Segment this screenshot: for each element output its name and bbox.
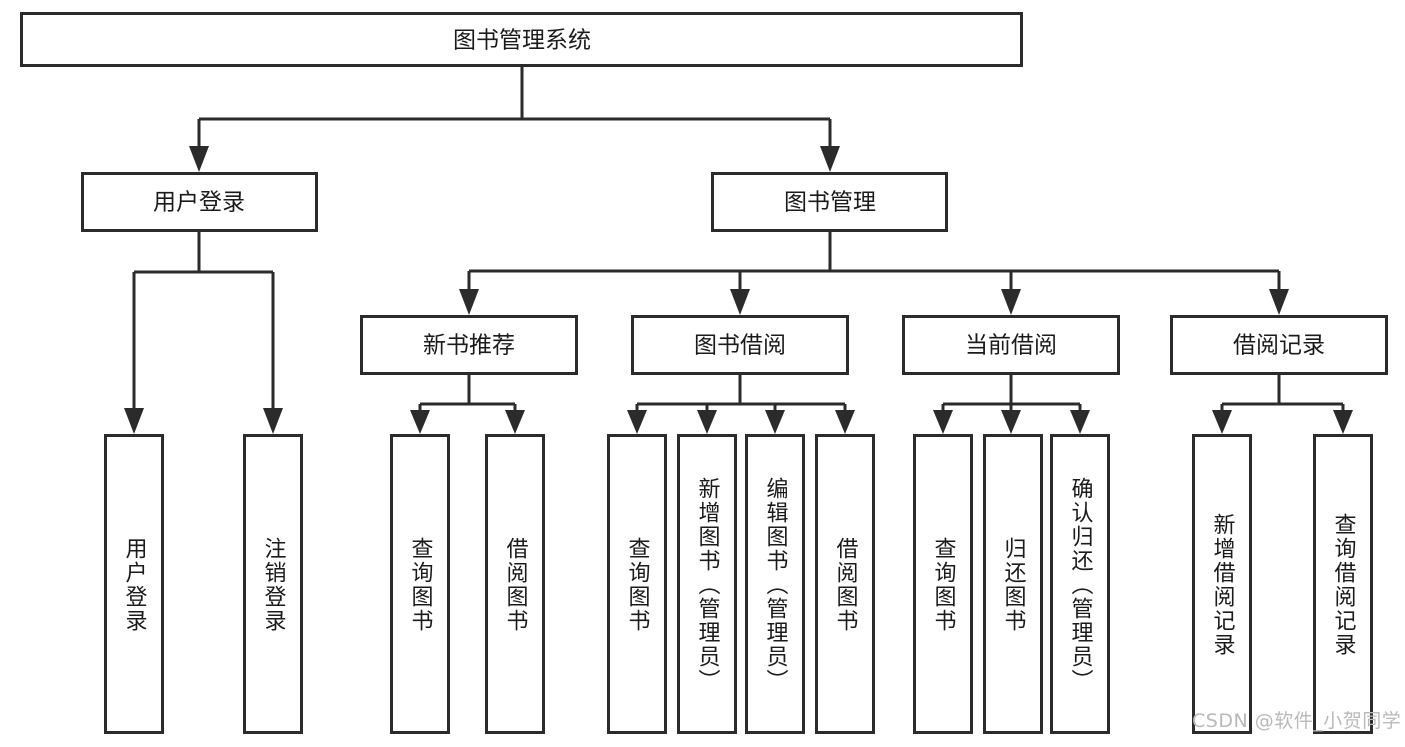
node-labels-horizontal: 图书管理系统 用户登录 图书管理 新书推荐 图书借阅 当前借阅 借阅记录 <box>153 28 1325 359</box>
node-rect-leaf-user-login[interactable] <box>104 434 164 734</box>
node-rect-leaf-user-logout[interactable] <box>243 434 303 734</box>
arrow-book-manage-to-new-book-recommend <box>459 289 479 315</box>
arrow-current-borrow-to-leaf-query-book-3 <box>933 410 953 434</box>
arrow-new-book-recommend-to-leaf-query-book-1 <box>410 410 430 434</box>
arrow-borrow-record-to-leaf-add-record <box>1212 410 1232 434</box>
arrow-book-borrow-to-leaf-edit-book <box>765 410 785 434</box>
connector-borrow-record-bus <box>1220 374 1345 412</box>
node-rect-leaf-query-book-3[interactable] <box>913 434 973 734</box>
node-rects <box>20 12 1388 734</box>
arrow-book-manage-to-book-borrow <box>730 289 750 315</box>
arrow-root-to-book-manage <box>820 146 840 172</box>
node-rect-leaf-borrow-book-1[interactable] <box>485 434 545 734</box>
node-rect-leaf-add-record[interactable] <box>1192 434 1252 734</box>
node-rect-book-manage[interactable] <box>711 172 948 232</box>
node-label-new-book-recommend: 新书推荐 <box>423 333 515 359</box>
node-rect-leaf-add-book[interactable] <box>677 434 737 734</box>
node-label-user-login: 用户登录 <box>153 190 245 216</box>
arrow-borrow-record-to-leaf-query-record <box>1333 410 1353 434</box>
node-rect-leaf-confirm-return[interactable] <box>1050 434 1110 734</box>
node-rect-user-login[interactable] <box>81 172 318 232</box>
connector-user-login-bus <box>132 231 275 410</box>
csdn-watermark: CSDN @软件_小贺同学 <box>1192 710 1402 732</box>
arrow-book-borrow-to-leaf-query-book-2 <box>627 410 647 434</box>
node-label-book-borrow: 图书借阅 <box>694 333 786 359</box>
arrow-book-borrow-to-leaf-borrow-book-2 <box>835 410 855 434</box>
node-label-borrow-record: 借阅记录 <box>1233 333 1325 359</box>
arrow-user-login-to-leaf-user-login <box>124 408 144 434</box>
arrow-book-manage-to-current-borrow <box>1001 289 1021 315</box>
node-rect-leaf-query-book-1[interactable] <box>390 434 450 734</box>
arrow-book-borrow-to-leaf-add-book <box>697 410 717 434</box>
connectors <box>124 66 1353 434</box>
arrow-root-to-user-login <box>189 146 209 172</box>
node-label-root: 图书管理系统 <box>453 28 591 54</box>
node-rect-root[interactable] <box>20 12 1023 67</box>
arrow-book-manage-to-borrow-record <box>1269 289 1289 315</box>
node-label-current-borrow: 当前借阅 <box>965 333 1057 359</box>
arrow-new-book-recommend-to-leaf-borrow-book-1 <box>505 410 525 434</box>
node-rect-leaf-edit-book[interactable] <box>745 434 805 734</box>
node-rect-current-borrow[interactable] <box>902 315 1120 375</box>
connector-book-manage-bus <box>467 231 1281 291</box>
connector-book-borrow-bus <box>635 374 847 412</box>
arrow-user-login-to-leaf-user-logout <box>263 408 283 434</box>
arrow-current-borrow-to-leaf-return-book <box>1001 410 1021 434</box>
node-rect-leaf-borrow-book-2[interactable] <box>815 434 875 734</box>
node-rect-leaf-query-book-2[interactable] <box>607 434 667 734</box>
arrow-current-borrow-to-leaf-confirm-return <box>1070 410 1090 434</box>
node-label-book-manage: 图书管理 <box>784 190 876 216</box>
node-rect-leaf-query-record[interactable] <box>1313 434 1373 734</box>
connector-root-bus <box>197 66 832 148</box>
node-rect-leaf-return-book[interactable] <box>983 434 1043 734</box>
connector-current-borrow-bus <box>941 374 1082 412</box>
connector-new-book-recommend-bus <box>418 374 517 412</box>
node-rect-new-book-recommend[interactable] <box>360 315 578 375</box>
node-rect-book-borrow[interactable] <box>631 315 849 375</box>
node-rect-borrow-record[interactable] <box>1170 315 1388 375</box>
